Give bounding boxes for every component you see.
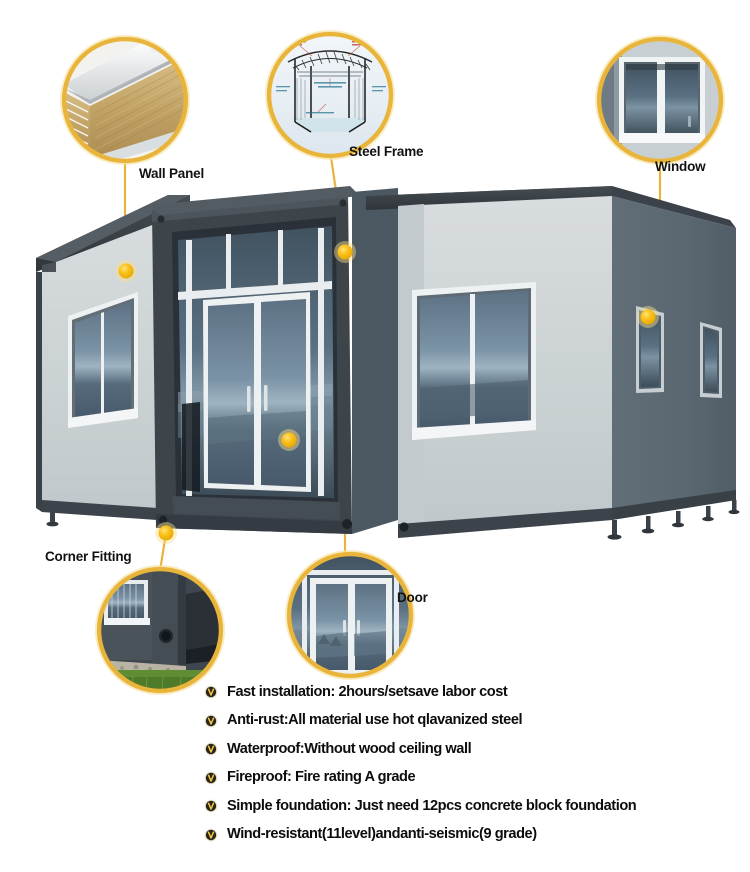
detail-circle-window: [595, 35, 725, 165]
right-wing-window: [412, 282, 536, 440]
feature-list: Fast installation: 2hours/setsave labor …: [204, 678, 750, 849]
feature-item: Fireproof: Fire rating A grade: [204, 764, 750, 793]
check-badge-icon: [204, 685, 218, 699]
check-badge-icon: [204, 828, 218, 842]
side-window-1: [636, 306, 664, 393]
feature-text: Simple foundation: Just need 12pcs concr…: [227, 797, 637, 814]
detail-circle-steel-frame: [265, 30, 395, 160]
center-module: [150, 186, 360, 534]
feature-item: Wind-resistant(11level)andanti-seismic(9…: [204, 821, 750, 850]
marker-dot-window: [637, 306, 659, 328]
feature-text: Anti-rust:All material use hot qlavanize…: [227, 712, 523, 729]
left-wing: [36, 195, 190, 527]
callout-label-wall-panel: Wall Panel: [139, 166, 205, 181]
marker-dot-steel-frame: [334, 241, 356, 263]
left-wing-window: [68, 292, 138, 428]
check-badge-icon: [204, 742, 218, 756]
check-badge-icon: [204, 799, 218, 813]
feature-text: Fast installation: 2hours/setsave labor …: [227, 683, 508, 700]
side-window-2: [700, 322, 722, 398]
feature-item: Waterproof:Without wood ceiling wall: [204, 735, 750, 764]
check-badge-icon: [204, 771, 218, 785]
feature-item: Fast installation: 2hours/setsave labor …: [204, 678, 750, 707]
callout-label-steel-frame: Steel Frame: [349, 144, 424, 159]
entry-double-door: [203, 292, 311, 492]
callout-label-window: Window: [655, 159, 706, 174]
callout-markers: [115, 241, 659, 544]
feature-text: Wind-resistant(11level)andanti-seismic(9…: [227, 826, 537, 843]
marker-dot-door: [278, 429, 300, 451]
check-badge-icon: [204, 714, 218, 728]
callout-label-door: Door: [397, 590, 428, 605]
right-wing: [352, 186, 740, 540]
product-illustration: [36, 30, 740, 695]
feature-item: Anti-rust:All material use hot qlavanize…: [204, 707, 750, 736]
detail-circle-wall-panel: [60, 35, 190, 165]
marker-dot-corner-fitting: [155, 522, 177, 544]
feature-text: Waterproof:Without wood ceiling wall: [227, 740, 472, 757]
detail-circle-door: [285, 550, 415, 680]
callout-label-corner-fitting: Corner Fitting: [45, 549, 132, 564]
feature-text: Fireproof: Fire rating A grade: [227, 769, 416, 786]
detail-circle-corner-fitting: [95, 565, 225, 695]
marker-dot-wall-panel: [115, 260, 137, 282]
feature-item: Simple foundation: Just need 12pcs concr…: [204, 792, 750, 821]
